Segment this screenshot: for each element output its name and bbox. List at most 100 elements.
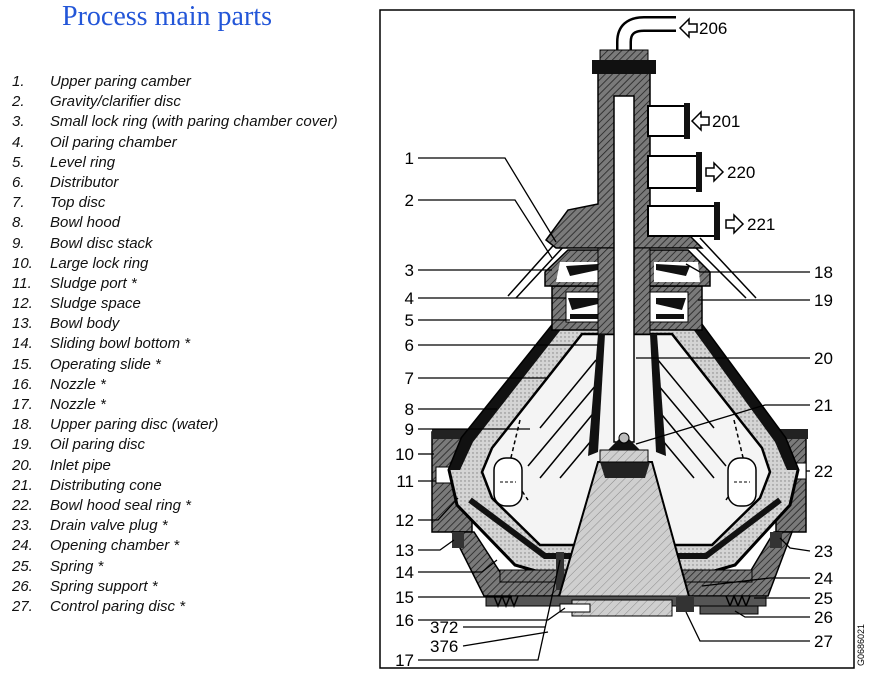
drawing-number: G0686021 [856, 624, 866, 666]
leader-line-376 [462, 631, 549, 647]
control-paring-disc [676, 596, 694, 612]
part-number: 26. [12, 577, 33, 595]
part-number: 4. [12, 133, 25, 151]
leader-line-14 [418, 559, 498, 573]
inlet-pipe [613, 95, 635, 443]
distributor-base [599, 449, 649, 463]
callout-372: 372 [430, 618, 458, 637]
leader-line-26 [734, 610, 810, 618]
part-item: 7.Top disc [0, 193, 372, 213]
part-name: Distributing cone [50, 476, 162, 494]
part-name: Sliding bowl bottom * [50, 335, 191, 353]
part-item: 23.Drain valve plug * [0, 516, 372, 536]
part-name: Nozzle * [50, 375, 106, 393]
part-name: Level ring [50, 153, 116, 171]
nozzle-lower [556, 552, 564, 590]
frame-foot-left [452, 532, 464, 548]
bolt-cap-right [772, 429, 808, 439]
part-number: 12. [12, 295, 33, 313]
callout-12: 12 [395, 511, 414, 530]
leader-line-27 [685, 611, 810, 642]
callout-25: 25 [814, 589, 833, 608]
callout-7: 7 [405, 369, 414, 388]
part-name: Opening chamber * [50, 537, 180, 555]
oil-paring-disc-left [568, 298, 598, 310]
part-item: 19.Oil paring disc [0, 435, 372, 455]
part-number: 14. [12, 335, 33, 353]
level-ring-right [656, 314, 684, 319]
part-name: Operating slide * [50, 355, 161, 373]
callout-15: 15 [395, 588, 414, 607]
part-number: 27. [12, 597, 33, 615]
part-number: 21. [12, 476, 33, 494]
callout-6: 6 [405, 336, 414, 355]
leader-line-17 [418, 559, 561, 661]
part-number: 5. [12, 153, 25, 171]
callout-4: 4 [405, 289, 414, 308]
part-name: Upper paring camber [50, 73, 191, 90]
part-name: Bowl hood seal ring * [50, 496, 191, 514]
spring-support [699, 605, 759, 615]
frame-cover-left [507, 237, 567, 299]
part-number: 18. [12, 416, 33, 434]
callout-11: 11 [396, 472, 414, 491]
callout-9: 9 [405, 420, 414, 439]
part-item: 9. Bowl disc stack [0, 234, 372, 254]
distributor-right-wall [650, 334, 666, 456]
callout-376: 376 [430, 637, 458, 656]
hollow-arrow-right-icon [725, 213, 745, 235]
outlet-201 [647, 105, 689, 137]
part-item: 3.Small lock ring (with paring chamber c… [0, 112, 372, 132]
part-number: 11. [12, 274, 32, 292]
part-name: Bowl hood [50, 214, 121, 232]
inlet-tube-inner [618, 18, 676, 58]
callout-19: 19 [814, 291, 833, 310]
part-item: 17.Nozzle * [0, 395, 372, 415]
part-name: Bowl disc stack [50, 234, 153, 252]
connection-label-201: 201 [712, 112, 740, 131]
part-item: 22. Bowl hood seal ring * [0, 496, 372, 516]
outlet-220 [647, 155, 701, 189]
part-name: Small lock ring (with paring chamber cov… [50, 113, 338, 131]
part-number: 1. [12, 73, 25, 90]
leader-line-24 [701, 577, 810, 587]
callout-17: 17 [395, 651, 414, 670]
leader-line-12 [418, 497, 459, 521]
part-number: 15. [12, 355, 33, 373]
part-number: 22. [12, 496, 33, 514]
part-number: 10. [12, 254, 33, 272]
part-name: Sludge port * [50, 274, 137, 292]
part-item: 12.Sludge space [0, 294, 372, 314]
leader-line-1 [418, 157, 557, 243]
part-item: 15. Operating slide * [0, 355, 372, 375]
part-number: 9. [12, 234, 25, 252]
part-name: Nozzle * [50, 396, 106, 413]
outlet-221-flange [714, 202, 720, 240]
part-item: 25.Spring * [0, 557, 372, 577]
part-item: 2.Gravity/clarifier disc [0, 92, 372, 112]
drain-valve-plug [770, 532, 782, 548]
part-item: 18.Upper paring disc (water) [0, 415, 372, 435]
bowl-hood-right [685, 316, 798, 470]
part-item: 20.Inlet pipe [0, 456, 372, 476]
separator-cross-section-diagram: 206 201 220 221 1 2 3 4 5 6 7 8 9 10 11 … [379, 9, 866, 670]
callout-27: 27 [814, 632, 833, 651]
upper-paring-disc-right [656, 264, 690, 276]
part-number: 6. [12, 173, 25, 191]
spring-left [493, 593, 519, 609]
callout-1: 1 [405, 149, 414, 168]
callout-21: 21 [814, 396, 833, 415]
part-name: Control paring disc * [50, 597, 186, 615]
callout-23: 23 [814, 542, 833, 561]
leader-line-21 [635, 404, 810, 445]
distributing-cone-tip [618, 432, 630, 444]
callout-20: 20 [814, 349, 833, 368]
outlet-201-flange [684, 103, 690, 139]
part-number: 8. [12, 214, 25, 232]
outlet-221 [647, 205, 719, 237]
callout-14: 14 [395, 563, 414, 582]
part-item: 21. Distributing cone [0, 476, 372, 496]
part-number: 2. [12, 93, 25, 111]
part-item: 24.Opening chamber * [0, 536, 372, 556]
page-title: Process main parts [62, 1, 272, 32]
